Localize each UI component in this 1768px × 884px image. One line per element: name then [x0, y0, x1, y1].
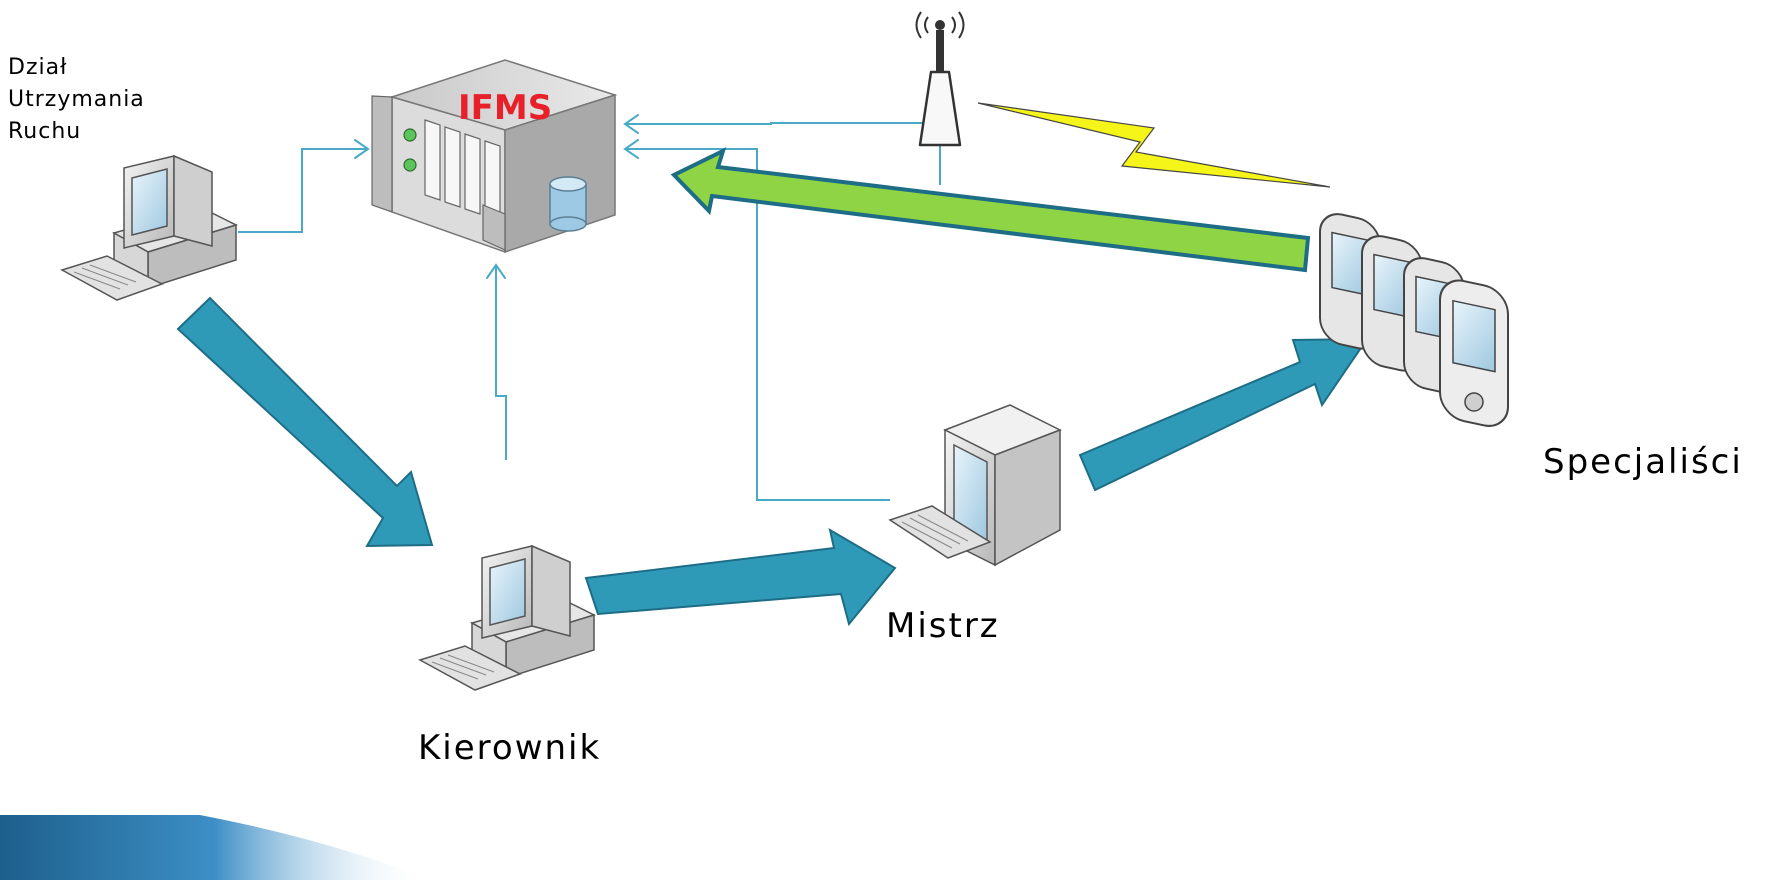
feedback-arrow-specjalisci-to-server [670, 147, 1311, 273]
label-dzial-line-2: Utrzymania [8, 87, 145, 112]
pda-device-icon-stack [1319, 213, 1509, 427]
desktop-computer-icon-mistrz [888, 404, 1062, 567]
label-mistrz: Mistrz [886, 606, 1000, 646]
flow-arrows [176, 296, 1369, 627]
flow-arrow-kierownik-to-mistrz [584, 527, 897, 627]
label-dzial-line-1: Dział [8, 55, 68, 80]
server-label-ifms: IFMS [458, 88, 553, 128]
label-specjalisci: Specjaliści [1543, 442, 1743, 482]
label-dzial-utrzymania-ruchu: Dział Utrzymania Ruchu [8, 52, 145, 148]
connector-kierownik-to-server [495, 265, 507, 460]
flow-arrow-mistrz-to-specjalisci [1078, 337, 1369, 492]
desktop-computer-icon-dzial [60, 154, 239, 301]
connector-arrowheads [354, 114, 639, 279]
slide-corner-decoration [0, 815, 430, 880]
connector-mistrz-to-server [625, 148, 890, 501]
flow-arrow-dzial-to-kierownik [176, 296, 434, 548]
connector-dzial-to-server [238, 148, 368, 233]
rack-server-icon [371, 59, 618, 254]
desktop-computer-icon-kierownik [418, 544, 597, 691]
wireless-antenna-icon [915, 11, 965, 147]
label-dzial-line-3: Ruchu [8, 119, 82, 144]
wireless-signal-bolt [977, 102, 1331, 188]
label-kierownik: Kierownik [418, 728, 602, 768]
